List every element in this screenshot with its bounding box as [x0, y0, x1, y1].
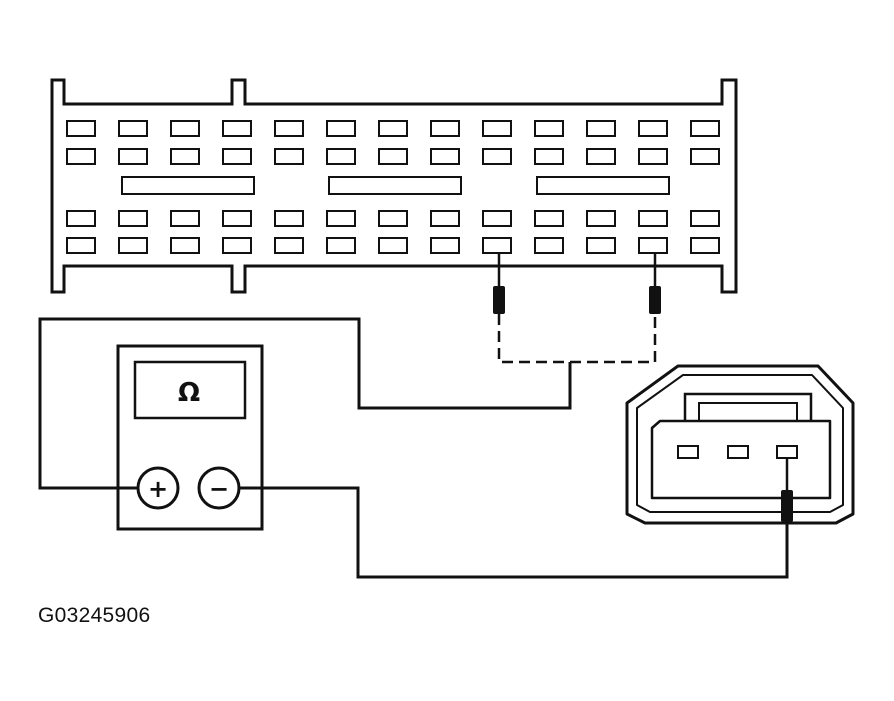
jumper-wire-dashed [497, 314, 657, 364]
connector-pin [690, 237, 720, 254]
connector-pin [222, 237, 252, 254]
connector-pin [378, 210, 408, 227]
connector-pin [326, 237, 356, 254]
three-pin-connector-inner [636, 374, 844, 513]
connector-pin [222, 210, 252, 227]
connector-pin [430, 120, 460, 137]
ohm-symbol: Ω [178, 378, 200, 408]
connector-pin [326, 120, 356, 137]
connector-pin [482, 237, 512, 254]
connector-pin [326, 148, 356, 165]
connector-pin [118, 210, 148, 227]
connector-pin [638, 120, 668, 137]
connector-pin [690, 148, 720, 165]
connector-pin [66, 148, 96, 165]
positive-lead-wire [38, 317, 572, 490]
three-pin-terminal [727, 445, 749, 459]
connector-pin [326, 210, 356, 227]
figure-id-label: G03245906 [38, 604, 151, 627]
connector-pin [66, 210, 96, 227]
connector-pin [170, 120, 200, 137]
connector-pin-grid [66, 120, 720, 254]
probe-tip [649, 286, 661, 314]
connector-pin [170, 148, 200, 165]
connector-pin [274, 237, 304, 254]
probe-tip [493, 286, 505, 314]
three-pin-connector-lock-tab [683, 392, 813, 421]
connector-pin [638, 210, 668, 227]
connector-pin [222, 148, 252, 165]
connector-pin [690, 120, 720, 137]
connector-pin [274, 148, 304, 165]
connector-pin [430, 210, 460, 227]
connector-pin [482, 210, 512, 227]
connector-pin [378, 120, 408, 137]
negative-symbol: − [209, 475, 229, 503]
connector-pin [118, 120, 148, 137]
connector-pin [586, 210, 616, 227]
positive-symbol: + [148, 475, 168, 503]
probe-tip [781, 490, 793, 522]
three-pin-connector-face [650, 419, 832, 500]
connector-pin [482, 120, 512, 137]
connector-pin [274, 210, 304, 227]
connector-pin [586, 148, 616, 165]
jumper-probes [493, 254, 661, 364]
connector-pin [66, 237, 96, 254]
connector-pin [66, 120, 96, 137]
connector-pin [430, 237, 460, 254]
connector-pin [534, 237, 564, 254]
connector-pin [534, 148, 564, 165]
three-pin-terminal [776, 445, 798, 459]
connector-pin [482, 148, 512, 165]
connector-pin [586, 237, 616, 254]
connector-pin [222, 120, 252, 137]
connector-latch-bar [536, 176, 670, 195]
three-pin-connector [625, 364, 855, 525]
connector-pin [638, 237, 668, 254]
connector-pin [118, 148, 148, 165]
connector-pin [638, 148, 668, 165]
connector-pin [274, 120, 304, 137]
connector-pin [534, 120, 564, 137]
ohmmeter-display [133, 360, 247, 420]
ohmmeter: Ω + − [116, 344, 264, 531]
multi-pin-connector [50, 78, 738, 294]
connector-pin [118, 237, 148, 254]
connector-pin [586, 120, 616, 137]
negative-lead-wire [239, 486, 789, 579]
connector-pin [690, 210, 720, 227]
connector-latch-bar [121, 176, 255, 195]
connector-pin [170, 210, 200, 227]
connector-pin [170, 237, 200, 254]
connector-latch-bar [328, 176, 462, 195]
connector-pin [534, 210, 564, 227]
connector-pin [378, 237, 408, 254]
three-pin-connector-lock-tab-inner [698, 402, 798, 421]
connector-pin [378, 148, 408, 165]
connector-pin [430, 148, 460, 165]
three-pin-terminal [677, 445, 699, 459]
